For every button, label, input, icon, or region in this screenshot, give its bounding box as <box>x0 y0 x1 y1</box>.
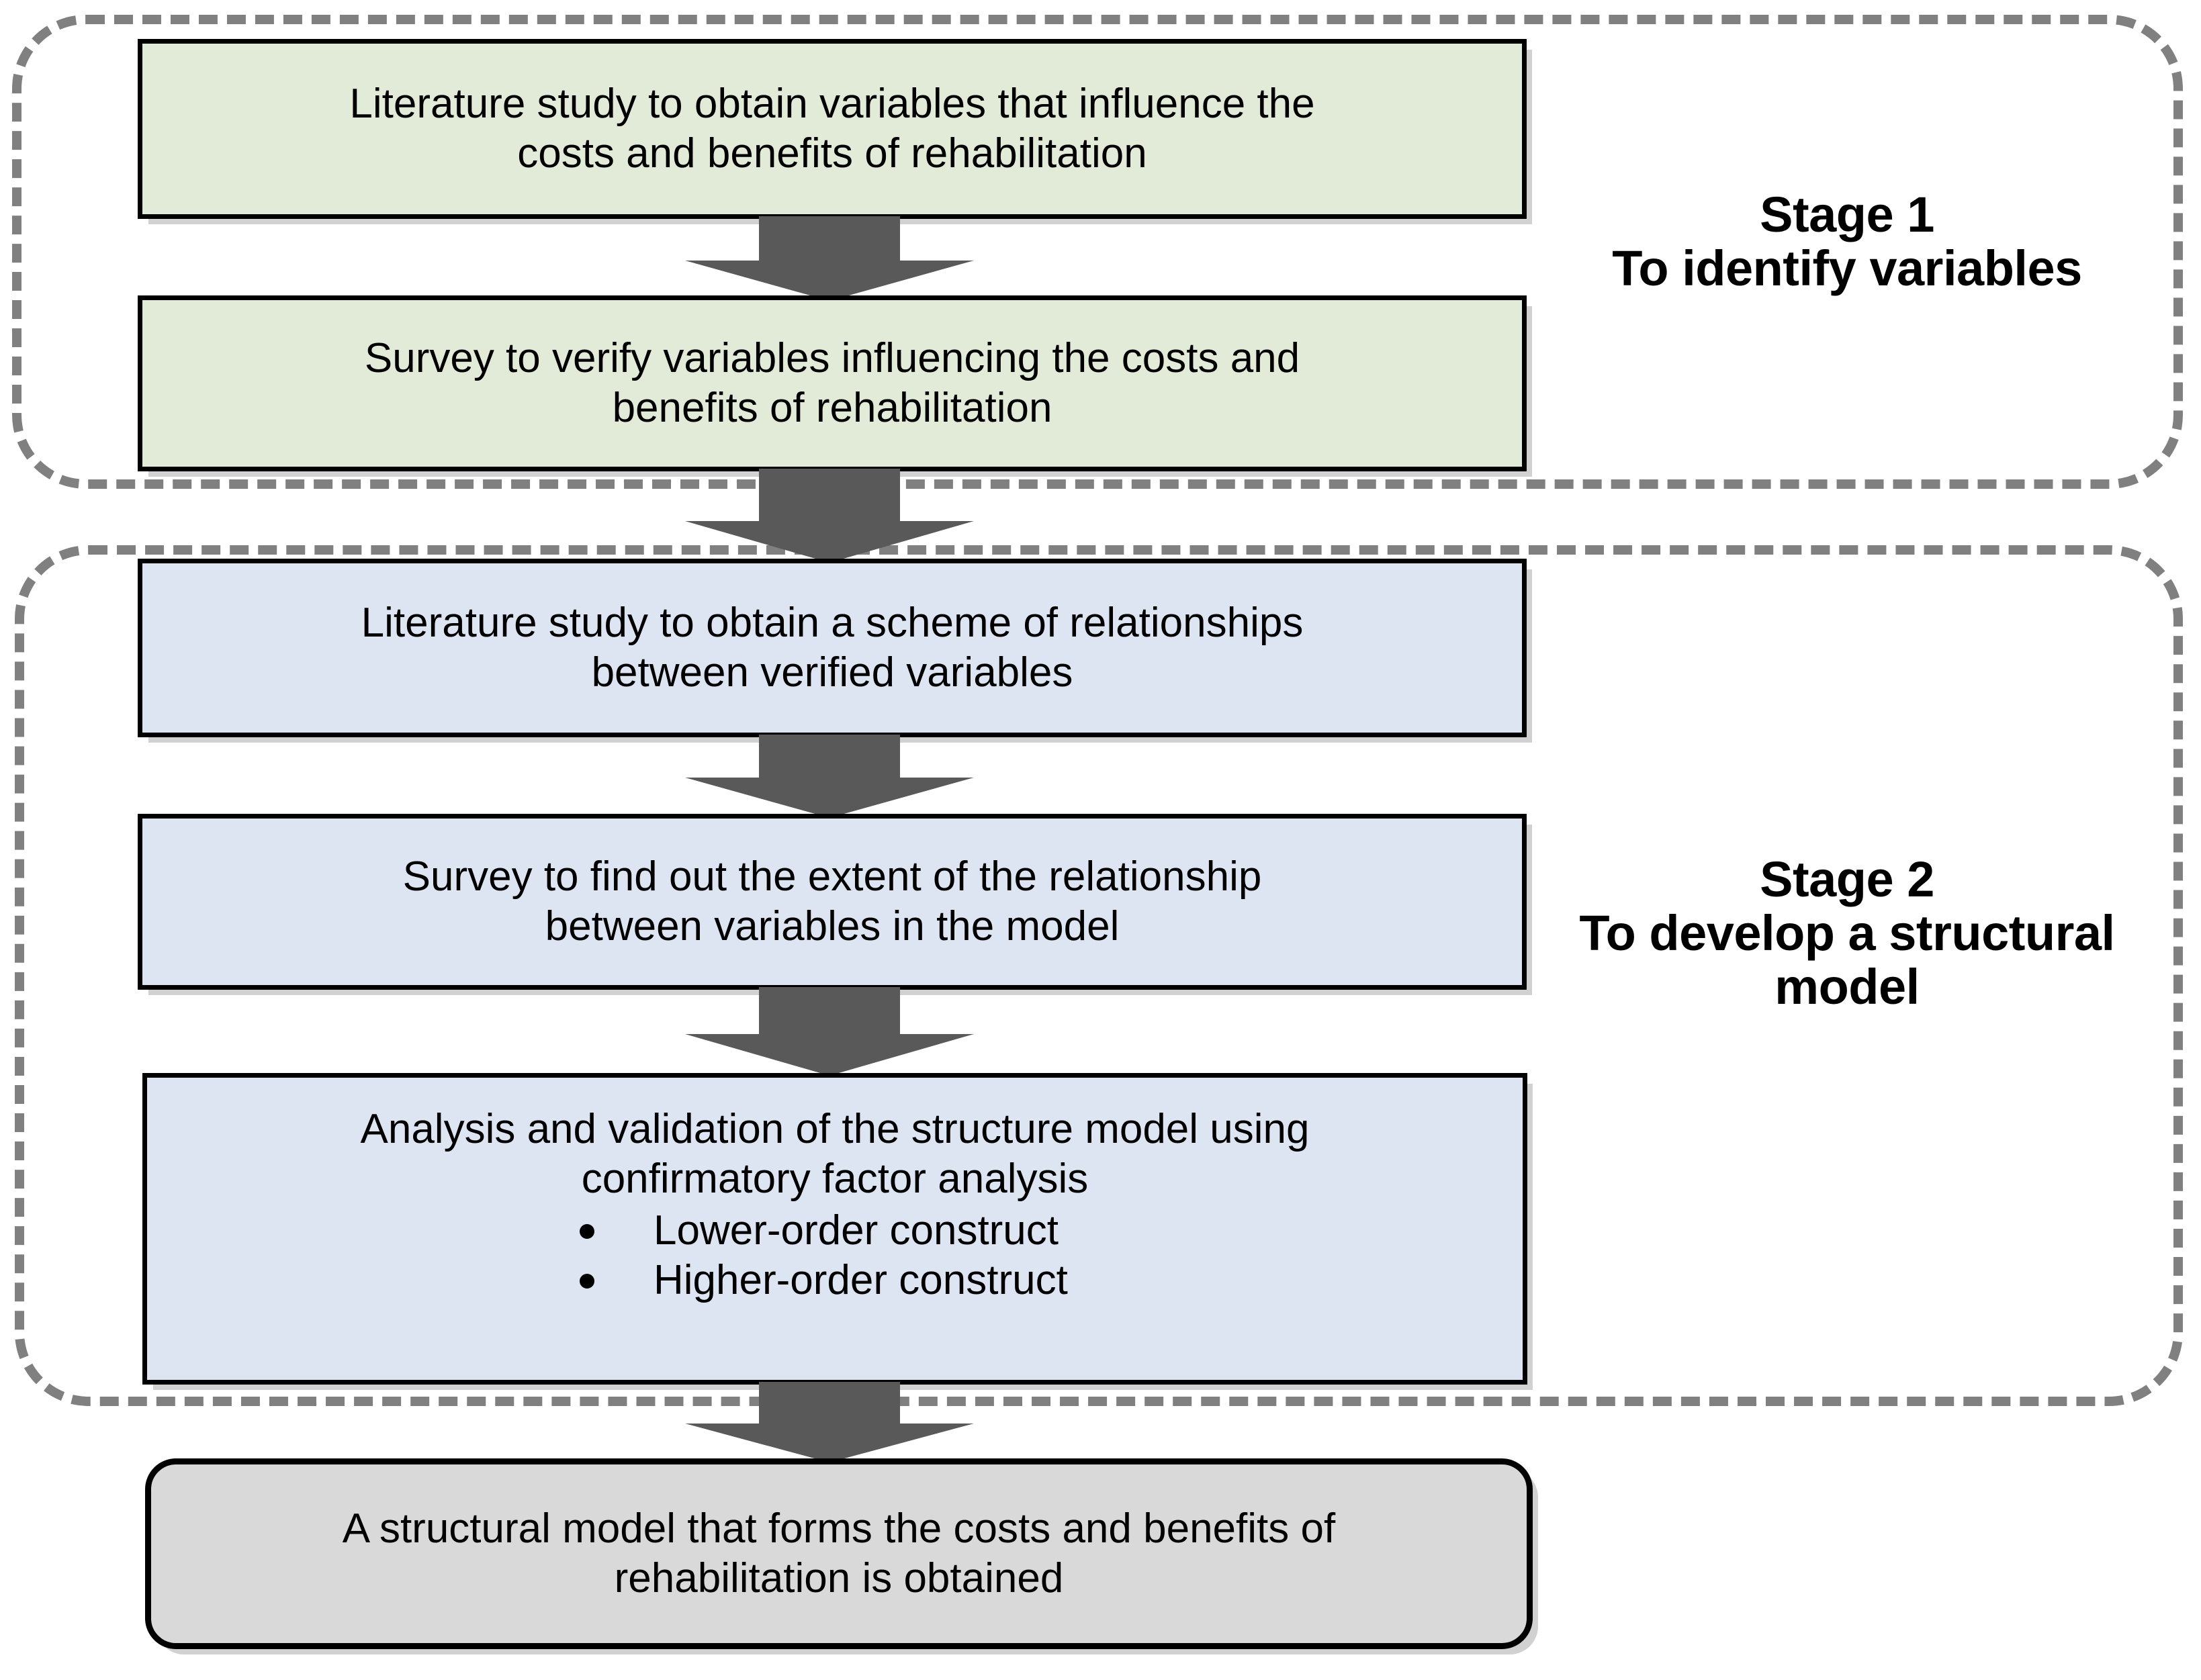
stage-2-label: Stage 2 To develop a structural model <box>1579 851 2115 1015</box>
list-item: Higher-order construct <box>165 1256 1505 1305</box>
box-1-text: Literature study to obtain variables tha… <box>349 80 1315 177</box>
process-box-survey-extent-relationship: Survey to find out the extent of the rel… <box>138 814 1527 990</box>
box-2-text: Survey to verify variables influencing t… <box>364 334 1300 431</box>
process-box-literature-study-relationships: Literature study to obtain a scheme of r… <box>138 559 1527 737</box>
outcome-box-structural-model: A structural model that forms the costs … <box>145 1458 1533 1649</box>
box-5-heading: Analysis and validation of the structure… <box>360 1106 1310 1203</box>
bullet-dot-icon <box>580 1274 594 1289</box>
box-5-bullet-list: Lower-order construct Higher-order const… <box>165 1206 1505 1306</box>
process-box-literature-study-variables: Literature study to obtain variables tha… <box>138 39 1527 219</box>
process-box-analysis-validation-cfa: Analysis and validation of the structure… <box>142 1073 1527 1385</box>
stage-1-frame <box>12 15 2183 489</box>
process-box-survey-verify-variables: Survey to verify variables influencing t… <box>138 295 1527 471</box>
bullet-dot-icon <box>580 1223 594 1239</box>
box-5-bullet-1: Lower-order construct <box>654 1207 1059 1254</box>
box-6-text: A structural model that forms the costs … <box>342 1505 1336 1601</box>
box-4-text: Survey to find out the extent of the rel… <box>402 853 1262 949</box>
list-item: Lower-order construct <box>165 1206 1505 1256</box>
stage-2-frame <box>15 545 2183 1406</box>
stage-1-label: Stage 1 To identify variables <box>1612 187 2082 296</box>
box-3-text: Literature study to obtain a scheme of r… <box>361 599 1304 696</box>
box-5-bullet-2: Higher-order construct <box>654 1257 1068 1304</box>
